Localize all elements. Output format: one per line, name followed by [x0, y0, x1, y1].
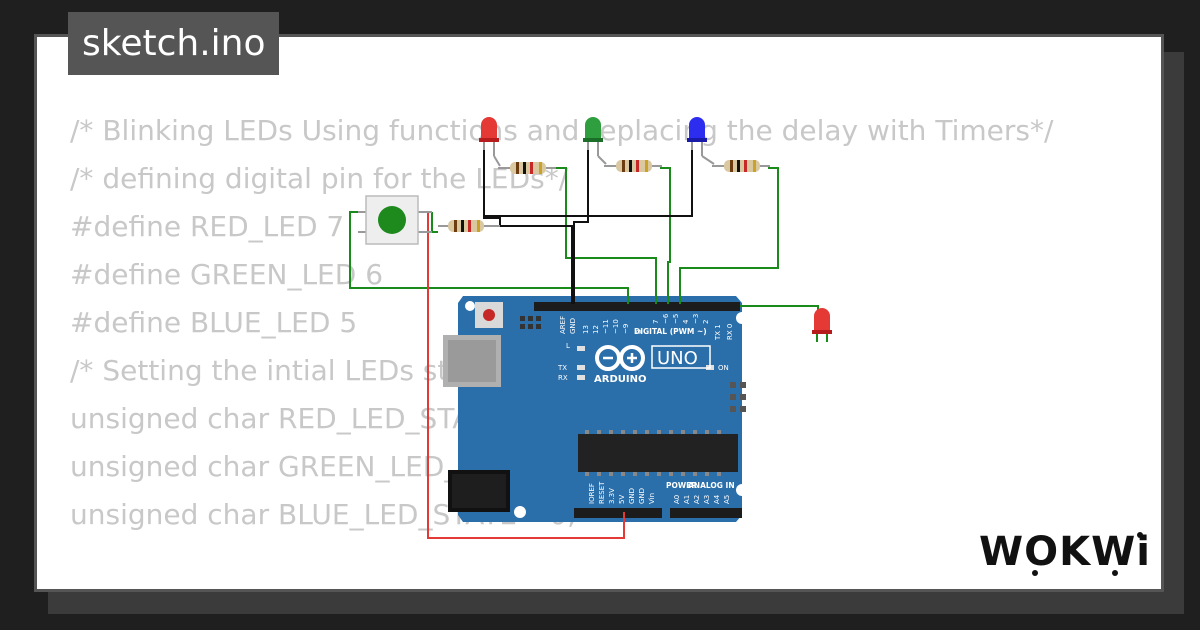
pin-label: 12	[592, 325, 600, 334]
aref-label: AREF	[559, 316, 567, 334]
pin-label: ~3	[692, 314, 700, 324]
tx-label: TX	[557, 364, 567, 372]
arduino-uno-board[interactable]: L TX RX ON DIGITAL (PWM ~) POWER ANALOG …	[443, 296, 748, 522]
rx-label: RX	[558, 374, 568, 382]
gnd-label: GND	[569, 318, 577, 334]
code-line: /* Blinking LEDs Using functions and rep…	[70, 114, 1054, 147]
pin-label: ~11	[602, 319, 610, 334]
red-led[interactable]	[479, 117, 501, 167]
power-pin-label: Vin	[648, 493, 656, 504]
uno-badge	[651, 345, 711, 369]
tx-led	[577, 365, 585, 370]
power-pin-label: IOREF	[588, 483, 596, 504]
power-label: POWER	[666, 481, 697, 490]
blue-led[interactable]	[687, 117, 715, 165]
resistor[interactable]	[498, 162, 556, 174]
atmega-chip	[578, 434, 738, 472]
l-led	[577, 346, 585, 351]
analog-pin-label: A5	[723, 495, 731, 504]
arduino-logo	[595, 345, 645, 371]
file-tab[interactable]: sketch.ino	[68, 12, 280, 75]
code-line: /* defining digital pin for the LEDs*/	[70, 162, 569, 195]
pin-label: ~5	[672, 314, 680, 324]
power-header	[574, 508, 662, 518]
wokwi-wordmark: WOKWi	[979, 529, 1151, 575]
resistor[interactable]	[604, 160, 662, 172]
power-pin-label: GND	[628, 488, 636, 504]
digital-label: DIGITAL (PWM ~)	[634, 327, 707, 336]
code-line: #define RED_LED 7	[70, 210, 345, 243]
analog-label: ANALOG IN	[688, 481, 735, 490]
pin-label: 7	[652, 320, 660, 324]
resistor[interactable]	[712, 160, 770, 172]
pin-label: TX 1	[714, 324, 722, 341]
analog-pin-label: A3	[703, 495, 711, 504]
analog-pin-label: A4	[713, 494, 721, 504]
green-led[interactable]	[583, 117, 607, 165]
arduino-label: ARDUINO	[594, 374, 646, 385]
pin-label: ~6	[662, 313, 670, 324]
pin-label: 4	[682, 319, 690, 324]
power-pin-label: GND	[638, 488, 646, 504]
uno-label: UNO	[657, 348, 698, 369]
power-pin-label: RESET	[598, 481, 606, 504]
on-label: ON	[718, 364, 729, 372]
rx-led	[577, 375, 585, 380]
analog-header	[670, 508, 742, 518]
pin-label: 2	[702, 320, 710, 324]
analog-pin-label: A1	[683, 495, 691, 504]
wokwi-logo: WOKWi	[979, 529, 1151, 576]
power-pin-label: 3.3V	[608, 488, 616, 504]
pin-label: ~10	[612, 319, 620, 334]
code-line: #define BLUE_LED 5	[70, 306, 358, 339]
pin-label: ~9	[622, 324, 630, 334]
power-pin-label: 5V	[618, 495, 626, 504]
pushbutton[interactable]	[358, 195, 432, 245]
red-led-side[interactable]	[812, 308, 832, 334]
code-line: #define GREEN_LED 6	[70, 258, 384, 291]
digital-header	[534, 302, 740, 311]
analog-pin-label: A2	[693, 495, 701, 504]
resistor[interactable]	[438, 220, 500, 232]
l-label: L	[566, 342, 570, 350]
pin-label: RX 0	[726, 324, 734, 340]
pin-label: 13	[582, 325, 590, 334]
analog-pin-label: A0	[673, 495, 681, 504]
pin-label: 8	[635, 330, 643, 334]
